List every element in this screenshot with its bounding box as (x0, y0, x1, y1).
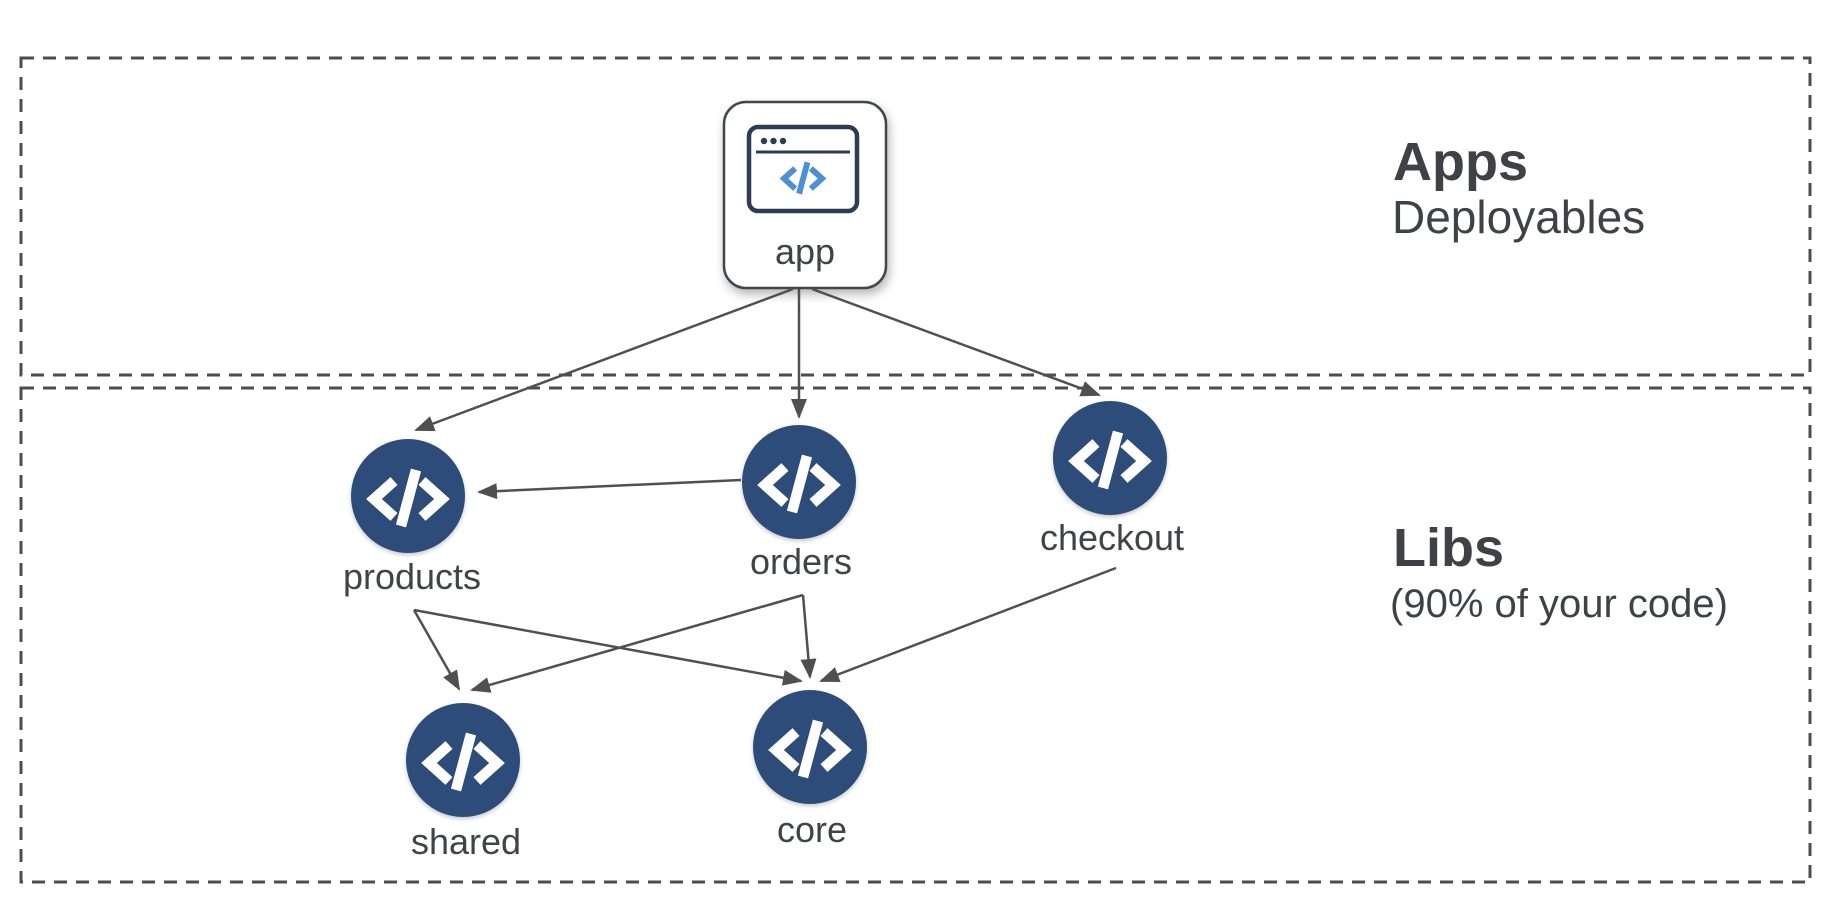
apps-section-title: Apps (1393, 132, 1528, 192)
edge-app-checkout (811, 287, 1101, 397)
node-products-label: products (343, 556, 481, 597)
node-orders: orders (742, 425, 856, 582)
edge-orders-products (477, 478, 742, 500)
node-app: app (722, 100, 888, 290)
node-core-label: core (777, 809, 847, 850)
apps-section-box (19, 56, 1812, 377)
node-shared: shared (406, 703, 521, 862)
edge-products-core (413, 608, 803, 686)
edge-checkout-core (819, 566, 1117, 683)
browser-code-icon (746, 124, 860, 214)
node-app-label: app (775, 231, 835, 272)
node-checkout-label: checkout (1040, 517, 1184, 558)
app-node-card (722, 100, 888, 290)
edge-products-shared (412, 609, 461, 691)
node-checkout: checkout (1040, 401, 1184, 558)
libs-section-box (19, 386, 1812, 884)
dependency-edges (412, 287, 1117, 693)
edge-app-products (414, 287, 794, 432)
apps-section-subtitle: Deployables (1392, 191, 1645, 243)
edge-orders-shared (470, 593, 804, 693)
node-products: products (343, 439, 481, 597)
node-shared-label: shared (411, 821, 521, 862)
edge-orders-core (800, 594, 817, 679)
node-core: core (753, 690, 867, 850)
libs-section-title: Libs (1393, 518, 1504, 578)
libs-section-subtitle: (90% of your code) (1390, 582, 1728, 626)
node-orders-label: orders (750, 541, 852, 582)
